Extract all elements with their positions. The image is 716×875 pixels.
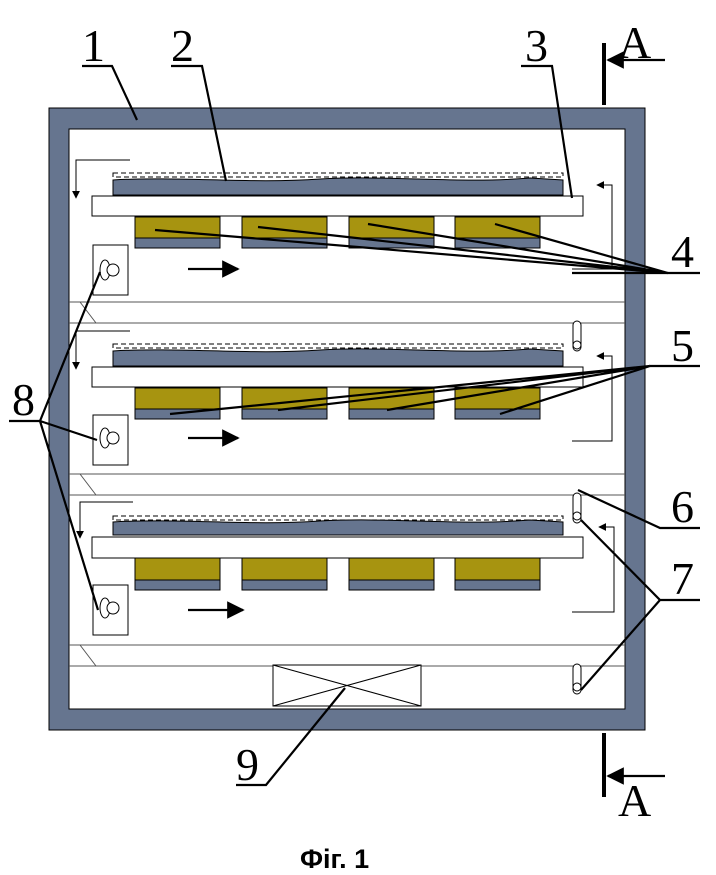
product-outline (112, 343, 564, 349)
tray (91, 536, 584, 559)
product-outline (112, 515, 564, 521)
reference-numerals: 1 2 3 4 5 6 7 8 9 (12, 20, 694, 790)
chamber-bottom (76, 501, 615, 636)
fan-unit (92, 244, 129, 296)
vents (572, 320, 582, 695)
air-return-arrow (572, 181, 613, 270)
fan-unit (92, 584, 129, 636)
label-1: 1 (82, 20, 105, 71)
product-layer (112, 519, 564, 536)
heater-row (134, 557, 541, 591)
figure-caption: Фіг. 1 (300, 844, 369, 874)
label-7: 7 (671, 553, 694, 604)
air-flow-arrow-down (76, 501, 133, 539)
tray (91, 366, 584, 388)
shelf-dividers (69, 301, 625, 667)
air-return-arrow (572, 523, 615, 613)
section-label-bottom: А (618, 775, 651, 826)
fan-unit (92, 414, 129, 466)
label-5: 5 (671, 320, 694, 371)
label-9: 9 (236, 739, 259, 790)
product-layer (112, 177, 564, 196)
section-marker-top: А (602, 17, 665, 105)
label-8: 8 (12, 374, 35, 425)
section-label-top: А (618, 17, 651, 68)
air-return-arrow (572, 352, 613, 442)
label-2: 2 (171, 20, 194, 71)
bottom-fan-box (272, 664, 422, 707)
label-3: 3 (525, 20, 548, 71)
air-flow-arrow-down (72, 159, 130, 199)
label-6: 6 (671, 481, 694, 532)
leader-lines (9, 64, 700, 787)
product-outline (112, 172, 564, 178)
tray (91, 195, 584, 217)
product-layer (112, 348, 564, 367)
label-4: 4 (671, 226, 694, 277)
section-marker-bottom: А (602, 733, 665, 826)
